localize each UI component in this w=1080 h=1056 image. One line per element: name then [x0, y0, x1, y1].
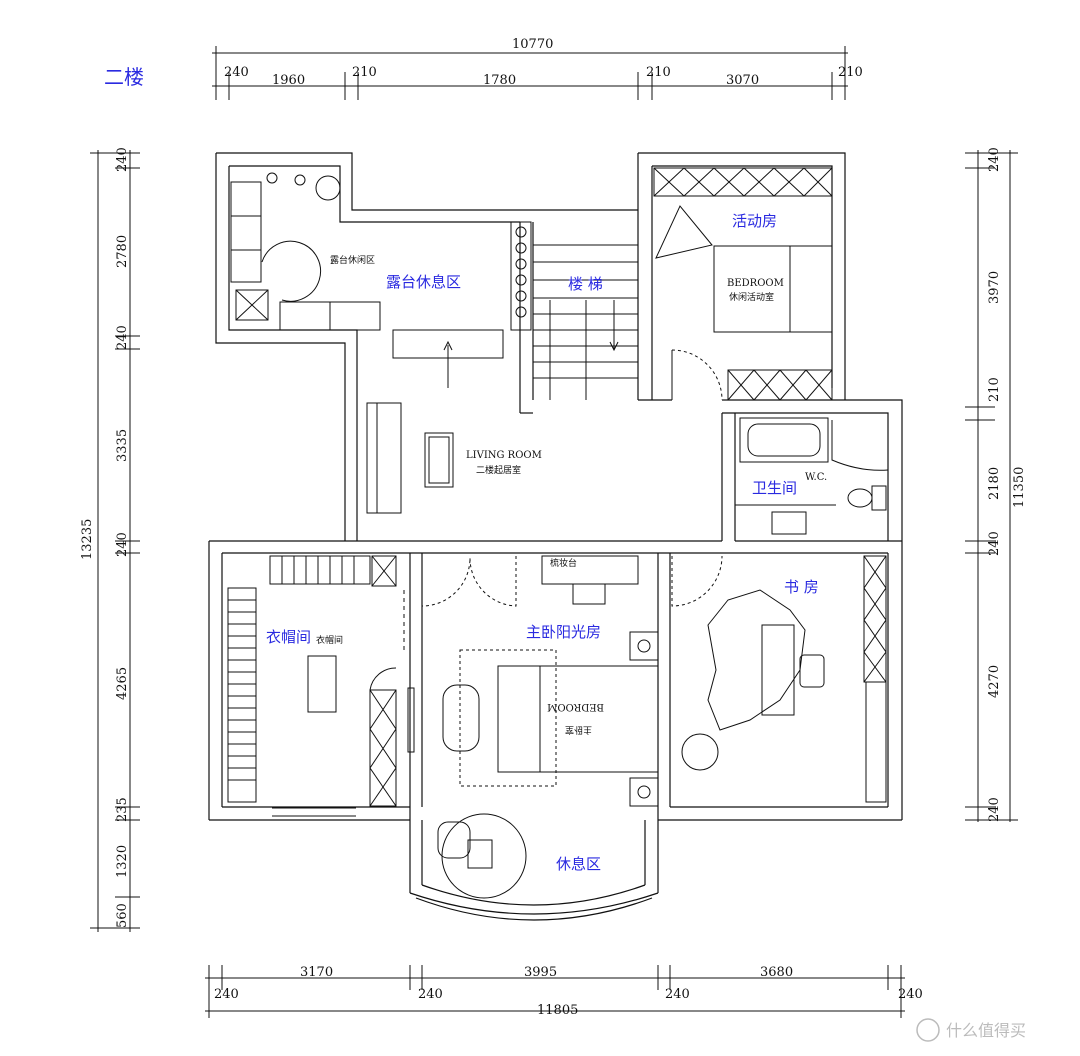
master-bedroom-en: BEDROOM: [547, 701, 604, 712]
vanity-label: 梳妆台: [550, 557, 577, 569]
right-dim-2: 3970: [987, 271, 1002, 304]
lounge-furniture: [438, 814, 526, 898]
master-room-label: 主卧阳光房: [526, 623, 601, 641]
exterior-walls: [209, 153, 902, 920]
bottom-dim-t1: 240: [214, 987, 239, 1002]
wardrobe-small-label: 衣帽间: [316, 634, 343, 646]
floor-label: 二楼: [104, 65, 144, 89]
stairs-label: 楼 梯: [568, 275, 603, 293]
bottom-dim-total: 11805: [537, 1003, 578, 1018]
watermark-text: 什么值得买: [946, 1021, 1026, 1040]
top-dim-4: 1780: [483, 73, 516, 88]
master-bedroom-cn: 主卧室: [565, 724, 592, 736]
top-dim-3: 210: [352, 65, 377, 80]
bottom-dim-t3: 240: [665, 987, 690, 1002]
stairs-drawing: [533, 245, 638, 400]
right-dim-4: 2180: [987, 467, 1002, 500]
bottom-dim-3: 3680: [760, 965, 793, 980]
top-dim-2: 1960: [272, 73, 305, 88]
terrace-room-label: 露台休息区: [386, 273, 461, 291]
activity-bedroom-en: BEDROOM: [727, 278, 784, 289]
left-dim-8: 1320: [115, 845, 130, 878]
right-dim-1: 240: [987, 147, 1002, 172]
activity-room-label: 活动房: [732, 212, 777, 230]
bathroom-label: 卫生间: [752, 479, 797, 497]
watermark-icon: [917, 1019, 939, 1041]
bottom-dim-t4: 240: [898, 987, 923, 1002]
left-dim-6: 4265: [115, 667, 130, 700]
left-dim-7: 235: [115, 797, 130, 822]
living-room-cn: 二楼起居室: [476, 464, 521, 476]
bottom-dimension-lines: [205, 965, 905, 1018]
living-room-en: LIVING ROOM: [466, 450, 542, 461]
left-dim-2: 2780: [115, 235, 130, 268]
bathroom-fixtures: [735, 418, 888, 534]
terrace-small-label: 露台休闲区: [330, 254, 375, 266]
top-dim-6: 3070: [726, 73, 759, 88]
top-dim-1: 240: [224, 65, 249, 80]
right-dimension-lines: [965, 150, 1018, 822]
bottom-dim-2: 3995: [524, 965, 557, 980]
bottom-dim-t2: 240: [418, 987, 443, 1002]
bottom-dim-1: 3170: [300, 965, 333, 980]
study-furniture: [672, 556, 886, 802]
right-dim-3: 210: [987, 377, 1002, 402]
right-dim-5: 240: [987, 531, 1002, 556]
activity-room-furniture: [654, 168, 832, 400]
right-dim-7: 240: [987, 797, 1002, 822]
master-bedroom-furniture: [408, 556, 658, 806]
left-dim-total: 13235: [80, 519, 95, 560]
activity-bedroom-cn: 休闲活动室: [729, 291, 774, 303]
lounge-label: 休息区: [556, 855, 601, 873]
right-dim-6: 4270: [987, 665, 1002, 698]
right-dim-total: 11350: [1012, 467, 1027, 508]
top-dim-5: 210: [646, 65, 671, 80]
left-dim-3: 240: [115, 325, 130, 350]
wc-en: W.C.: [805, 472, 827, 483]
left-dim-9: 560: [115, 903, 130, 928]
living-room-furniture: [367, 403, 453, 513]
top-dimension-lines: [212, 46, 848, 100]
wardrobe-label: 衣帽间: [266, 628, 311, 646]
terrace-furniture: [231, 173, 531, 388]
left-dim-5: 240: [115, 532, 130, 557]
wardrobe-furniture: [228, 556, 404, 816]
top-dim-7: 210: [838, 65, 863, 80]
study-label: 书 房: [784, 578, 819, 596]
left-dim-4: 3335: [115, 429, 130, 462]
top-dim-total: 10770: [512, 37, 553, 52]
left-dim-1: 240: [115, 147, 130, 172]
left-dimension-lines: [90, 150, 140, 932]
